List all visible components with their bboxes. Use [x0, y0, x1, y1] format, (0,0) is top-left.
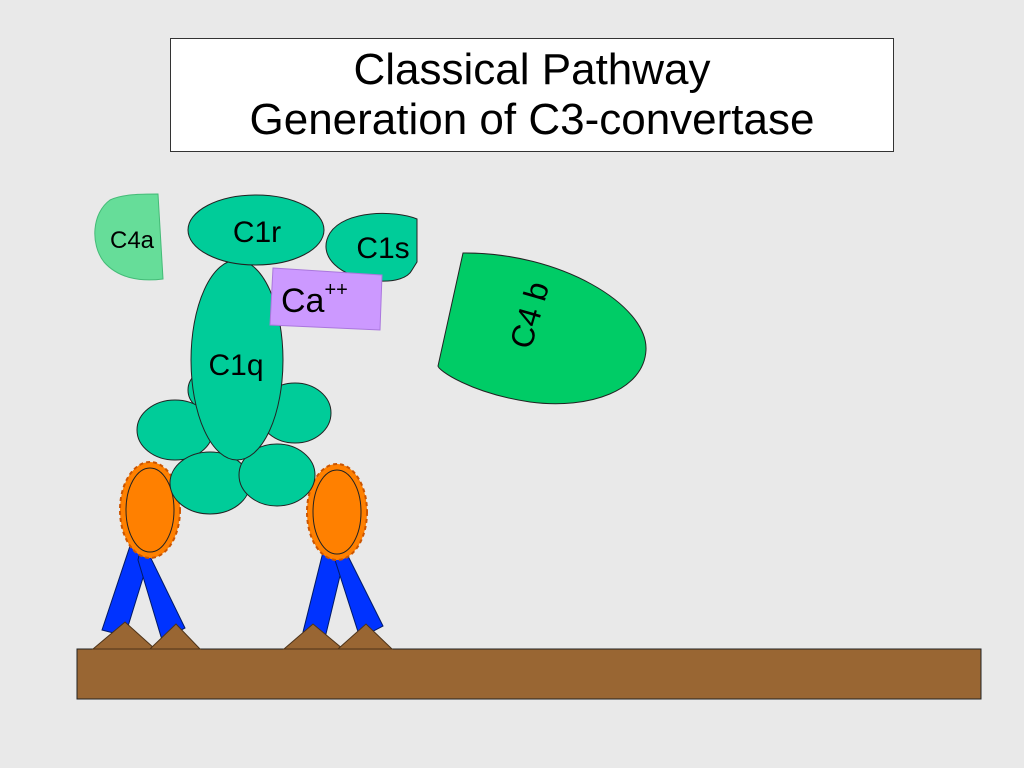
calcium-ion-box — [269, 267, 383, 331]
c4b-shape — [437, 252, 647, 405]
antigen-right-core — [312, 469, 362, 555]
antibody-left-base-2 — [148, 623, 202, 650]
antibody-left-base-1 — [91, 621, 157, 650]
c1r-label: C1r — [233, 216, 281, 249]
antigen-left-core — [125, 467, 175, 553]
antibody-right-base-1 — [282, 623, 345, 650]
c1s-shape — [325, 212, 418, 282]
title-box: Classical Pathway Generation of C3-conve… — [170, 38, 894, 152]
title-line-2: Generation of C3-convertase — [249, 95, 815, 144]
antibody-left — [91, 538, 202, 650]
c1r-shape — [187, 194, 325, 266]
calcium-label-base: Ca — [281, 282, 325, 320]
c1q-label: C1q — [208, 349, 263, 382]
c1q-head-3 — [169, 451, 251, 515]
title-line-1: Classical Pathway — [353, 45, 711, 94]
antigen-right — [306, 463, 368, 561]
c1s-label: C1s — [356, 232, 409, 265]
antigen-left — [119, 461, 181, 559]
antibody-right-base-2 — [336, 623, 394, 650]
antibody-right — [282, 538, 394, 650]
calcium-label-superscript: ++ — [324, 279, 347, 301]
calcium-label: Ca++ — [281, 279, 348, 320]
c4a-shape — [94, 193, 164, 281]
c1q-head-4 — [238, 443, 316, 507]
cell-membrane — [76, 648, 982, 700]
c1q-heads — [136, 367, 332, 515]
c4a-label: C4a — [110, 227, 155, 254]
